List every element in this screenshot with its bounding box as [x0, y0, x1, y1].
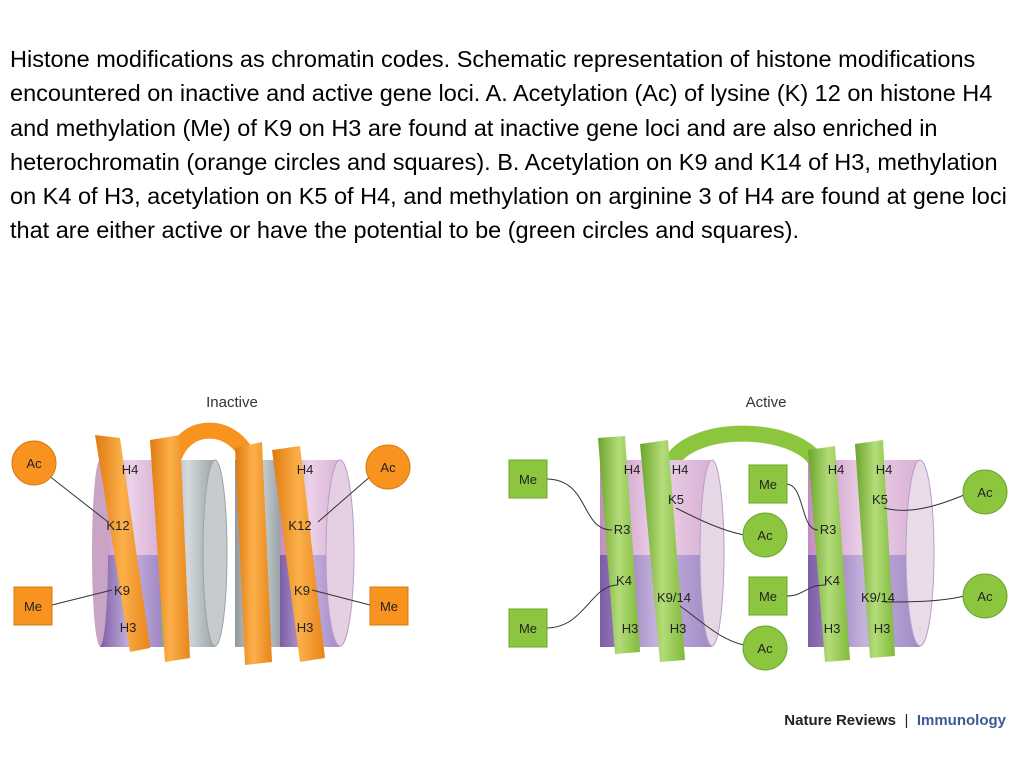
credit-journal: Nature Reviews	[784, 712, 896, 729]
inactive-h4-left: H4	[122, 462, 139, 477]
credit-separator: |	[904, 712, 908, 729]
active-me-label-center-top: Me	[759, 477, 777, 492]
inactive-me-label-right: Me	[380, 599, 398, 614]
active-h4-left-a: H4	[624, 462, 641, 477]
active-h4-left-b: H4	[672, 462, 689, 477]
histone-diagram: Inactive H4 K12 K9 H3 H4 K12 K9 H3 Ac Ac…	[0, 380, 1024, 768]
active-me-label-center-bottom: Me	[759, 589, 777, 604]
inactive-h3-right: H3	[297, 620, 314, 635]
inactive-me-label-left: Me	[24, 599, 42, 614]
active-r3-left: R3	[614, 522, 631, 537]
active-k4-right: K4	[824, 573, 840, 588]
active-title: Active	[746, 394, 787, 411]
active-h4-right-a: H4	[828, 462, 845, 477]
active-ac-label-center-bottom: Ac	[757, 641, 773, 656]
active-me-square-center-bottom	[748, 576, 788, 616]
inactive-k9-left: K9	[114, 583, 130, 598]
active-ac-label-center-top: Ac	[757, 528, 773, 543]
active-k5-right: K5	[872, 492, 888, 507]
active-k914-right: K9/14	[861, 590, 895, 605]
active-h3-right-b: H3	[874, 621, 891, 636]
credit-line: Nature Reviews | Immunology	[784, 712, 1006, 729]
inactive-title: Inactive	[206, 394, 258, 411]
inactive-ac-circle-right	[365, 444, 411, 490]
inactive-nucleosome-right	[235, 442, 355, 665]
active-ac-circle-outer-bottom	[962, 573, 1008, 619]
inactive-k12-right: K12	[288, 518, 311, 533]
active-k4-left: K4	[616, 573, 632, 588]
inactive-me-square-left	[13, 586, 53, 626]
inactive-ac-circle-left	[11, 440, 57, 486]
active-k5-left: K5	[668, 492, 684, 507]
active-ac-label-outer-top: Ac	[977, 485, 993, 500]
active-nucleosome-right	[808, 440, 935, 662]
inactive-k9-right: K9	[294, 583, 310, 598]
active-me-label-outer-top: Me	[519, 472, 537, 487]
active-me-square-center-top	[748, 464, 788, 504]
active-h3-right-a: H3	[824, 621, 841, 636]
inactive-nucleosome-left	[92, 435, 228, 662]
figure-caption: Histone modifications as chromatin codes…	[10, 46, 1007, 244]
active-h4-right-b: H4	[876, 462, 893, 477]
active-ac-circle-center-bottom	[742, 625, 788, 671]
credit-section: Immunology	[917, 712, 1007, 729]
active-r3-right: R3	[820, 522, 837, 537]
inactive-me-square-right	[369, 586, 409, 626]
inactive-h3-left: H3	[120, 620, 137, 635]
inactive-ac-label-left: Ac	[26, 456, 42, 471]
active-k914-left: K9/14	[657, 590, 691, 605]
inactive-h4-right: H4	[297, 462, 314, 477]
active-me-label-outer-bottom: Me	[519, 621, 537, 636]
inactive-ac-label-right: Ac	[380, 460, 396, 475]
active-ac-circle-outer-top	[962, 469, 1008, 515]
active-h3-left-a: H3	[622, 621, 639, 636]
active-h3-left-b: H3	[670, 621, 687, 636]
active-ac-circle-center-top	[742, 512, 788, 558]
active-me-square-outer-bottom	[508, 608, 548, 648]
active-me-square-outer-top	[508, 459, 548, 499]
inactive-k12-left: K12	[106, 518, 129, 533]
active-ac-label-outer-bottom: Ac	[977, 589, 993, 604]
active-nucleosome-left	[598, 436, 725, 662]
